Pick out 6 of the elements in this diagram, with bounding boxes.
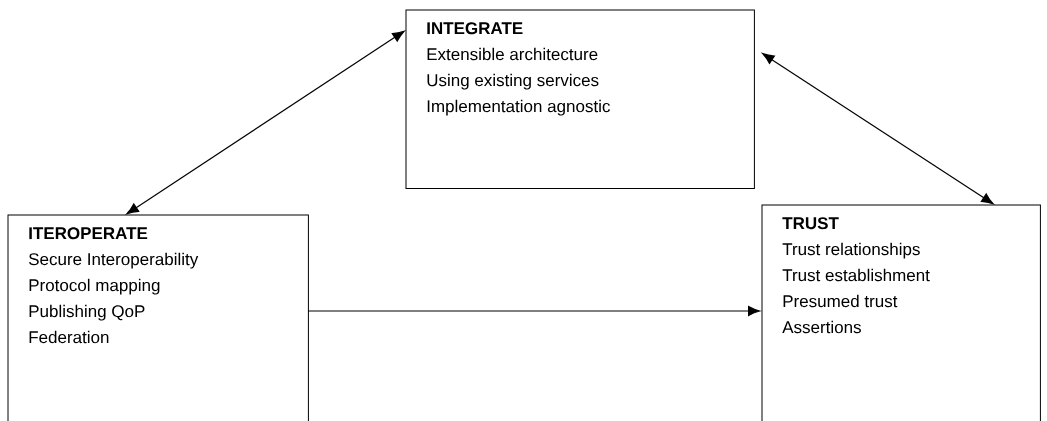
arrow	[307, 305, 761, 317]
text-box: INTEGRATE Extensible architecture Using existing services Implementation agnostic	[405, 9, 755, 189]
arrow	[126, 30, 405, 215]
text-box: TRUST Trust relationships Trust establishment Presumed trust Assertions	[761, 204, 1041, 421]
text-box: ITEROPERATE Secure Interoperability Protocol mapping Publishing QoP Federation	[7, 214, 309, 421]
arrow	[762, 53, 994, 205]
